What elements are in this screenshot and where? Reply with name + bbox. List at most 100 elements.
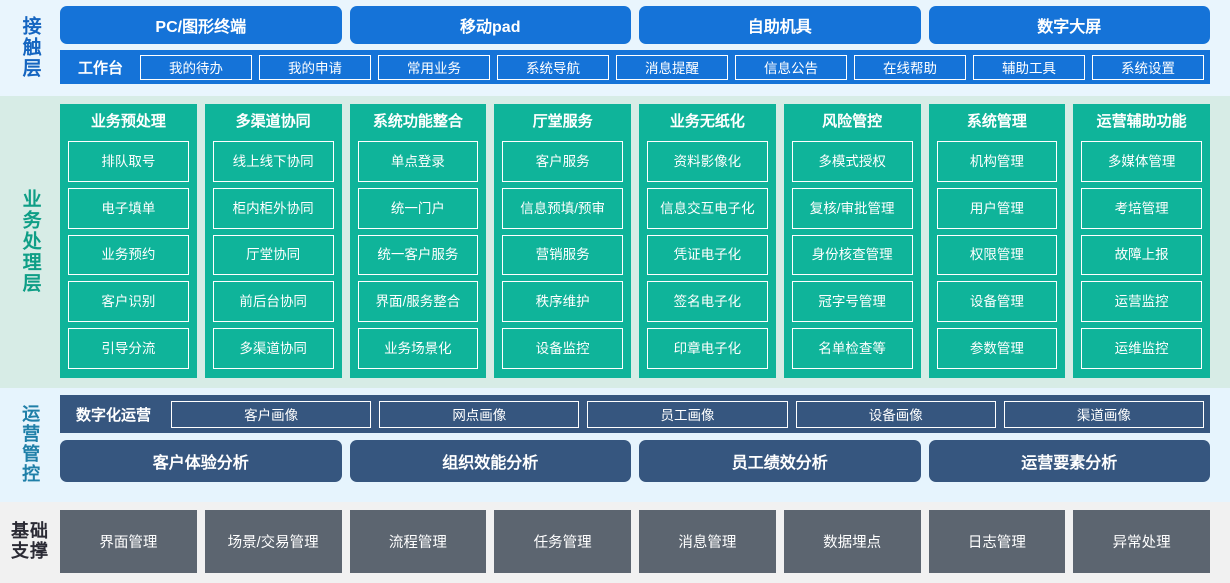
biz-item-parameter-management[interactable]: 参数管理 xyxy=(936,328,1058,369)
biz-item-order-maintenance[interactable]: 秩序维护 xyxy=(502,281,623,323)
business-layer-band: 业务处理层 业务预处理 排队取号 电子填单 业务预约 客户识别 引导分流 多渠道… xyxy=(0,96,1230,388)
terminal-mobile-pad[interactable]: 移动pad xyxy=(349,6,631,44)
portrait-branch[interactable]: 网点画像 xyxy=(379,400,580,428)
biz-item-seal-e[interactable]: 印章电子化 xyxy=(647,328,768,369)
base-support-band: 基础 支撑 界面管理 场景/交易管理 流程管理 任务管理 消息管理 数据埋点 日… xyxy=(0,502,1230,583)
business-column-multichannel: 多渠道协同 线上线下协同 柜内柜外协同 厅堂协同 前后台协同 多渠道协同 xyxy=(204,104,342,378)
biz-item-counter-collab[interactable]: 柜内柜外协同 xyxy=(212,187,334,229)
analysis-employee-performance[interactable]: 员工绩效分析 xyxy=(639,440,921,482)
biz-item-serial-number-mgmt[interactable]: 冠字号管理 xyxy=(791,281,913,323)
biz-item-e-form[interactable]: 电子填单 xyxy=(68,187,189,229)
column-title: 运营辅助功能 xyxy=(1096,113,1187,130)
business-layer-label: 业务处理层 xyxy=(19,188,41,294)
digital-operations-row: 数字化运营 客户画像 网点画像 员工画像 设备画像 渠道画像 xyxy=(60,395,1210,433)
biz-item-queue-number[interactable]: 排队取号 xyxy=(68,141,189,182)
biz-item-multimedia-management[interactable]: 多媒体管理 xyxy=(1081,141,1202,182)
biz-item-multichannel-collab[interactable]: 多渠道协同 xyxy=(212,328,334,369)
business-column-system-management: 系统管理 机构管理 用户管理 权限管理 设备管理 参数管理 xyxy=(928,104,1066,378)
base-item-log-management[interactable]: 日志管理 xyxy=(928,510,1066,573)
column-title: 业务无纸化 xyxy=(669,113,745,130)
business-column-paperless: 业务无纸化 资料影像化 信息交互电子化 凭证电子化 签名电子化 印章电子化 xyxy=(639,104,776,378)
biz-item-unified-portal[interactable]: 统一门户 xyxy=(357,187,479,229)
operations-layer-band: 运营管控 数字化运营 客户画像 网点画像 员工画像 设备画像 渠道画像 客户体验… xyxy=(0,388,1230,502)
digital-operations-title: 数字化运营 xyxy=(76,406,152,424)
column-title: 多渠道协同 xyxy=(235,113,311,130)
biz-item-permission-management[interactable]: 权限管理 xyxy=(936,234,1058,276)
base-item-ui-management[interactable]: 界面管理 xyxy=(60,510,197,573)
terminal-self-service[interactable]: 自助机具 xyxy=(639,6,921,44)
biz-item-guide-diversion[interactable]: 引导分流 xyxy=(68,328,189,369)
biz-item-maintenance-monitoring[interactable]: 运维监控 xyxy=(1081,328,1202,369)
portrait-channel[interactable]: 渠道画像 xyxy=(1003,400,1205,428)
workbench-item-my-todo[interactable]: 我的待办 xyxy=(140,54,253,80)
terminal-pc[interactable]: PC/图形终端 xyxy=(60,6,342,44)
biz-item-ui-service-integration[interactable]: 界面/服务整合 xyxy=(357,281,479,323)
biz-item-online-offline-collab[interactable]: 线上线下协同 xyxy=(212,141,334,182)
workbench-item-message-alert[interactable]: 消息提醒 xyxy=(616,54,729,80)
workbench-item-common-business[interactable]: 常用业务 xyxy=(378,54,491,80)
base-support-label: 基础 支撑 xyxy=(11,521,49,562)
biz-item-marketing-service[interactable]: 营销服务 xyxy=(502,234,623,276)
business-column-ops-support: 运营辅助功能 多媒体管理 考培管理 故障上报 运营监控 运维监控 xyxy=(1073,104,1210,378)
biz-item-signature-e[interactable]: 签名电子化 xyxy=(647,281,768,323)
biz-item-document-imaging[interactable]: 资料影像化 xyxy=(647,141,768,182)
biz-item-org-management[interactable]: 机构管理 xyxy=(936,141,1058,182)
biz-item-front-back-collab[interactable]: 前后台协同 xyxy=(212,281,334,323)
biz-item-watchlist-check[interactable]: 名单检查等 xyxy=(791,328,913,369)
analysis-row: 客户体验分析 组织效能分析 员工绩效分析 运营要素分析 xyxy=(60,440,1210,482)
base-item-exception-handling[interactable]: 异常处理 xyxy=(1073,510,1210,573)
biz-item-info-exchange-e[interactable]: 信息交互电子化 xyxy=(647,187,768,229)
biz-item-customer-identify[interactable]: 客户识别 xyxy=(68,281,189,323)
base-item-task-management[interactable]: 任务管理 xyxy=(494,510,631,573)
base-support-label-wrap: 基础 支撑 xyxy=(0,510,60,573)
workbench-item-announcement[interactable]: 信息公告 xyxy=(735,54,848,80)
analysis-customer-experience[interactable]: 客户体验分析 xyxy=(60,440,342,482)
biz-item-identity-verification[interactable]: 身份核查管理 xyxy=(791,234,913,276)
business-column-pre-processing: 业务预处理 排队取号 电子填单 业务预约 客户识别 引导分流 xyxy=(60,104,197,378)
column-title: 系统管理 xyxy=(966,113,1027,130)
terminal-digital-screen[interactable]: 数字大屏 xyxy=(928,6,1210,44)
operations-layer-body: 数字化运营 客户画像 网点画像 员工画像 设备画像 渠道画像 客户体验分析 组织… xyxy=(60,395,1230,493)
workbench-row: 工作台 我的待办 我的申请 常用业务 系统导航 消息提醒 信息公告 在线帮助 辅… xyxy=(60,50,1210,84)
analysis-operation-factors[interactable]: 运营要素分析 xyxy=(928,440,1210,482)
biz-item-unified-customer-service[interactable]: 统一客户服务 xyxy=(357,234,479,276)
workbench-item-system-nav[interactable]: 系统导航 xyxy=(497,54,610,80)
base-item-data-tracking[interactable]: 数据埋点 xyxy=(783,510,921,573)
biz-item-user-management[interactable]: 用户管理 xyxy=(936,187,1058,229)
biz-item-lobby-collab[interactable]: 厅堂协同 xyxy=(212,234,334,276)
biz-item-business-scenario[interactable]: 业务场景化 xyxy=(357,328,479,369)
base-item-scenario-transaction-management[interactable]: 场景/交易管理 xyxy=(204,510,342,573)
portrait-employee[interactable]: 员工画像 xyxy=(587,400,788,428)
biz-item-sso[interactable]: 单点登录 xyxy=(357,141,479,182)
workbench-item-system-settings[interactable]: 系统设置 xyxy=(1092,54,1205,80)
workbench-item-aux-tools[interactable]: 辅助工具 xyxy=(973,54,1086,80)
portrait-device[interactable]: 设备画像 xyxy=(795,400,996,428)
operations-layer-label: 运营管控 xyxy=(20,404,41,484)
business-column-risk-control: 风险管控 多模式授权 复核/审批管理 身份核查管理 冠字号管理 名单检查等 xyxy=(783,104,921,378)
biz-item-appointment[interactable]: 业务预约 xyxy=(68,234,189,276)
base-support-label-line2: 支撑 xyxy=(11,540,49,561)
column-title: 厅堂服务 xyxy=(532,113,593,130)
portrait-customer[interactable]: 客户画像 xyxy=(171,400,372,428)
biz-item-training-management[interactable]: 考培管理 xyxy=(1081,187,1202,229)
biz-item-device-management[interactable]: 设备管理 xyxy=(936,281,1058,323)
biz-item-customer-service[interactable]: 客户服务 xyxy=(502,141,623,182)
base-item-message-management[interactable]: 消息管理 xyxy=(639,510,776,573)
biz-item-voucher-e[interactable]: 凭证电子化 xyxy=(647,234,768,276)
contact-layer-label: 接触层 xyxy=(19,15,41,79)
biz-item-multi-mode-authorization[interactable]: 多模式授权 xyxy=(791,141,913,182)
column-title: 风险管控 xyxy=(822,113,883,130)
biz-item-device-monitoring[interactable]: 设备监控 xyxy=(502,328,623,369)
analysis-org-efficiency[interactable]: 组织效能分析 xyxy=(349,440,631,482)
base-item-process-management[interactable]: 流程管理 xyxy=(349,510,487,573)
contact-layer-body: PC/图形终端 移动pad 自助机具 数字大屏 工作台 我的待办 我的申请 常用… xyxy=(60,6,1230,88)
business-column-lobby-service: 厅堂服务 客户服务 信息预填/预审 营销服务 秩序维护 设备监控 xyxy=(494,104,631,378)
biz-item-fault-reporting[interactable]: 故障上报 xyxy=(1081,234,1202,276)
operations-layer-label-wrap: 运营管控 xyxy=(0,395,60,493)
biz-item-operation-monitoring[interactable]: 运营监控 xyxy=(1081,281,1202,323)
biz-item-pre-fill-pre-review[interactable]: 信息预填/预审 xyxy=(502,187,623,229)
workbench-item-my-application[interactable]: 我的申请 xyxy=(259,54,372,80)
biz-item-review-approval[interactable]: 复核/审批管理 xyxy=(791,187,913,229)
workbench-item-online-help[interactable]: 在线帮助 xyxy=(854,54,967,80)
